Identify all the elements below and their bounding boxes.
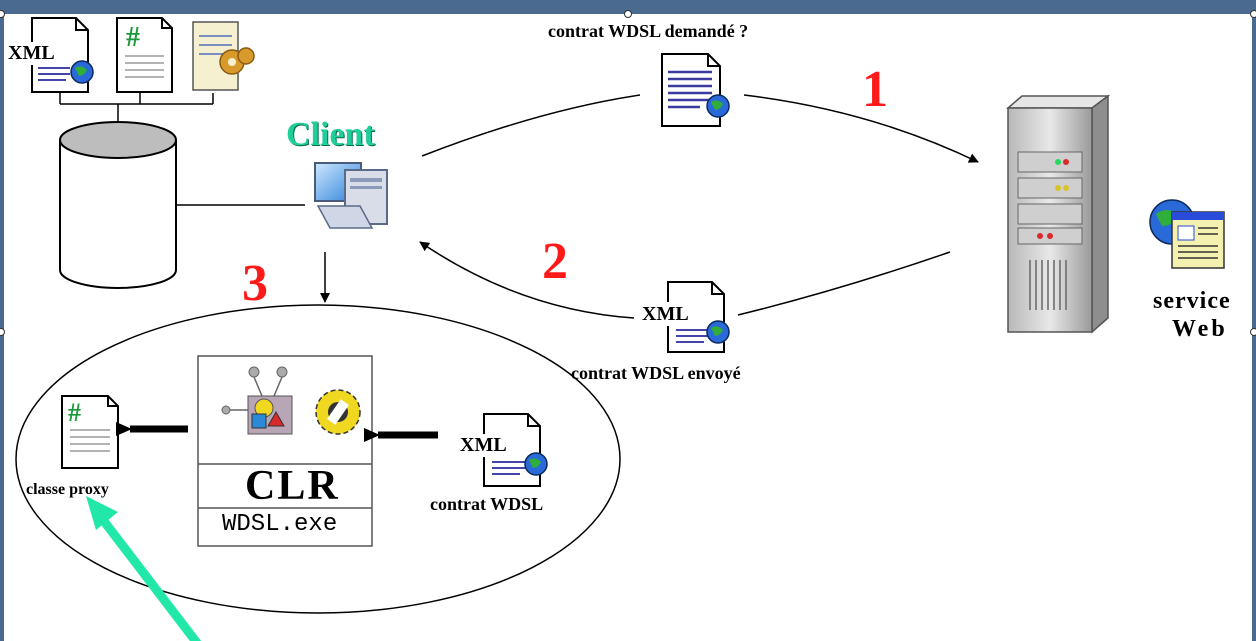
frame-top-border xyxy=(0,0,1256,14)
resize-handle-middle-right[interactable] xyxy=(1250,328,1256,336)
request-arc-left xyxy=(421,94,641,157)
wdsl-exe-label: WDSL.exe xyxy=(222,511,338,538)
resize-handle-top-right[interactable] xyxy=(1250,10,1256,18)
wsdl-tool-icon xyxy=(221,366,361,435)
response-arc-right xyxy=(737,251,951,316)
proxy-csharp-file-icon xyxy=(61,395,119,469)
clr-label: CLR xyxy=(245,463,340,509)
config-notepad-icon xyxy=(192,21,255,91)
step-number-3: 3 xyxy=(242,255,268,312)
response-arc-left xyxy=(419,241,635,319)
highlight-arrow xyxy=(86,496,202,641)
xml-tag-top: XML xyxy=(8,42,55,65)
hash-tag-proxy: # xyxy=(68,398,81,427)
server-tower-icon xyxy=(1005,94,1111,334)
sent-label: contrat WDSL envoyé xyxy=(571,363,741,383)
client-label: Client xyxy=(286,116,375,153)
hash-tag-top: # xyxy=(126,22,140,53)
resize-handle-top-left[interactable] xyxy=(0,10,5,18)
step-number-2: 2 xyxy=(542,233,568,290)
step-number-1: 1 xyxy=(862,61,888,118)
proxy-label: classe proxy xyxy=(26,481,109,498)
web-service-app-icon xyxy=(1149,199,1225,269)
database-icon xyxy=(59,121,177,289)
contract-label: contrat WDSL xyxy=(430,494,544,514)
service-label-line2: Web xyxy=(1172,316,1228,342)
proxy-generation-ellipse xyxy=(15,304,621,614)
csharp-file-icon xyxy=(116,17,173,93)
xml-tag-sent: XML xyxy=(642,303,689,326)
xml-tag-contract: XML xyxy=(460,434,507,457)
resize-handle-top-center[interactable] xyxy=(624,10,632,18)
request-label: contrat WDSL demandé ? xyxy=(548,21,749,41)
request-arc-right xyxy=(743,94,979,163)
resize-handle-middle-left[interactable] xyxy=(0,328,5,336)
docs-connector xyxy=(59,93,214,125)
request-document-icon xyxy=(661,53,730,127)
client-computer-icon xyxy=(314,162,388,229)
service-label-line1: service xyxy=(1153,288,1231,314)
frame-right-border xyxy=(1252,0,1256,641)
clr-tool-box xyxy=(197,355,373,547)
frame-left-border xyxy=(0,0,4,641)
